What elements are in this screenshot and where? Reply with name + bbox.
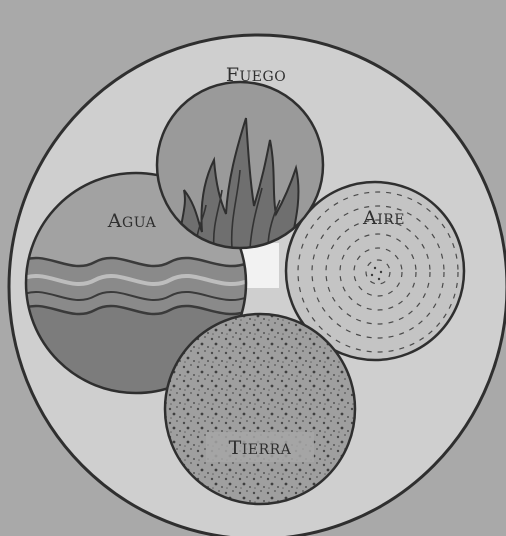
earth-element: TIERRA xyxy=(165,314,355,504)
